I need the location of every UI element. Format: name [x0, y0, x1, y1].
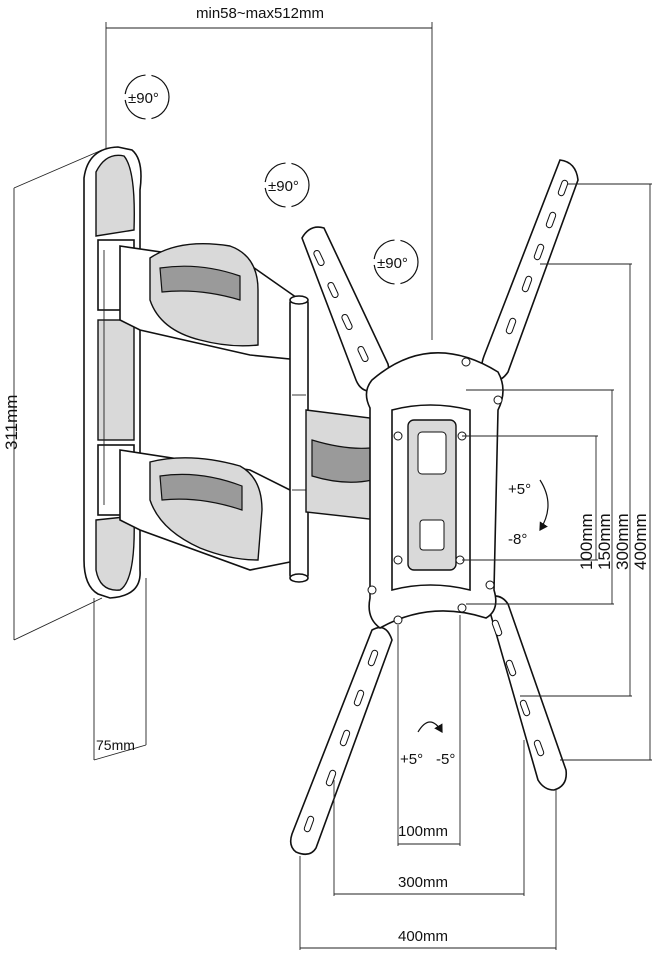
rotation-arm: ±90°: [264, 162, 310, 208]
tilt-up-label: +5°: [508, 481, 531, 498]
vesa-v-100-label: 100mm: [577, 513, 596, 570]
reach-dimension: min58~max512mm: [105, 5, 433, 340]
lower-arm: [119, 449, 301, 571]
upper-arm: [119, 243, 301, 361]
vesa-h-100-label: 100mm: [398, 823, 448, 840]
tilt-down-label: -8°: [508, 531, 527, 548]
depth-label: 75mm: [96, 737, 135, 753]
height-label: 311mm: [2, 395, 21, 450]
depth-dimension: 75mm: [93, 578, 147, 761]
rotation-wall: ±90°: [124, 74, 170, 120]
rotation-wall-label: ±90°: [128, 90, 159, 107]
level-plus-label: +5°: [400, 751, 423, 768]
tv-plate: [289, 159, 579, 856]
vesa-h-400-label: 400mm: [398, 928, 448, 945]
wall-plate: [83, 146, 142, 599]
level-minus-label: -5°: [436, 751, 455, 768]
vesa-horizontal-dimensions: 100mm 300mm 400mm: [299, 615, 557, 950]
vesa-v-300-label: 300mm: [613, 513, 632, 570]
arm-slots: [303, 179, 569, 833]
connector-arm: [305, 409, 379, 521]
tilt-indicator: +5° -8°: [508, 479, 549, 548]
reach-label: min58~max512mm: [196, 5, 324, 22]
vesa-v-150-label: 150mm: [595, 513, 614, 570]
rotation-plate-label: ±90°: [377, 255, 408, 272]
vesa-h-300-label: 300mm: [398, 874, 448, 891]
vesa-v-400-label: 400mm: [631, 513, 650, 570]
height-dimension: 311mm: [2, 149, 103, 641]
level-indicator: +5° -5°: [400, 721, 455, 768]
vesa-vertical-dimensions: 100mm 150mm 300mm 400mm: [462, 183, 652, 761]
rotation-arm-label: ±90°: [268, 178, 299, 195]
rotation-plate: ±90°: [373, 239, 419, 285]
